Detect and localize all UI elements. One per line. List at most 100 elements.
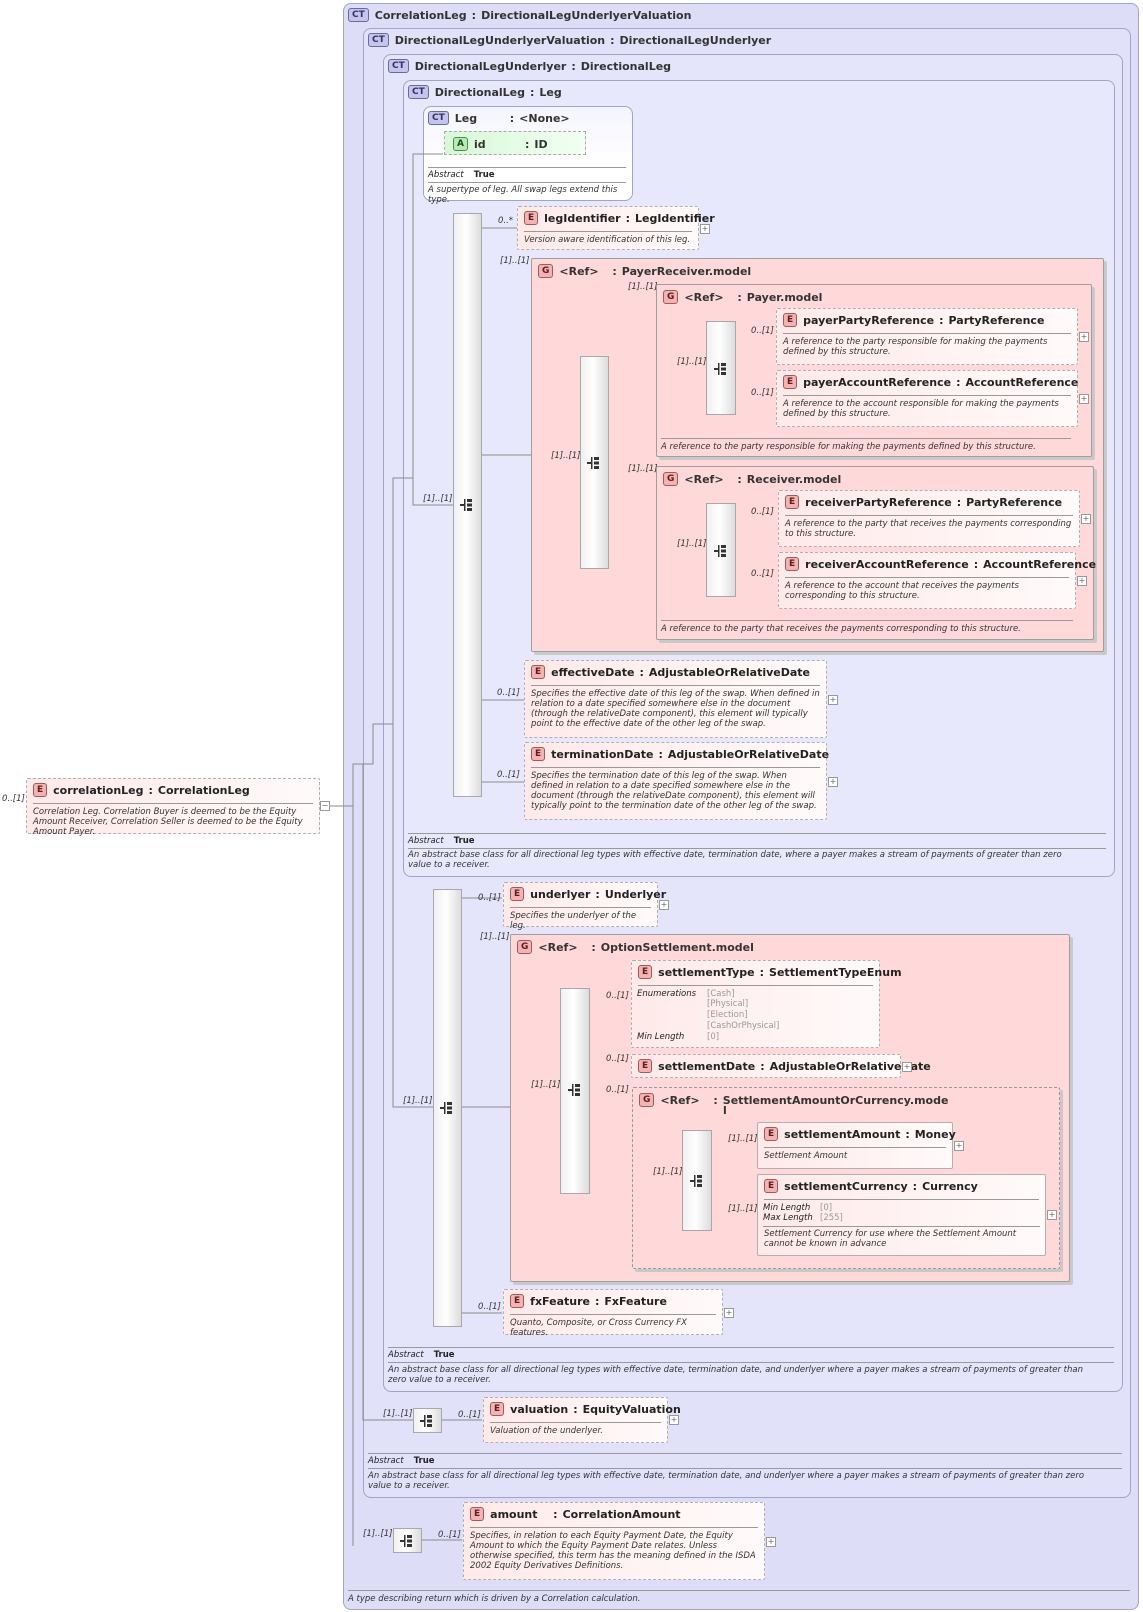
- expand-icon[interactable]: +: [659, 900, 669, 910]
- element-icon: E: [531, 747, 546, 761]
- element-doc: Valuation of the underlyer.: [490, 1426, 603, 1436]
- group-cardinality: [1]..[1]: [628, 282, 658, 292]
- ct-base-type: DirectionalLegUnderlyer: [619, 33, 772, 47]
- sequence-icon: [714, 545, 726, 557]
- sequence-compositor[interactable]: [560, 988, 590, 1194]
- sequence-compositor[interactable]: [706, 503, 736, 597]
- group-icon: G: [663, 472, 679, 486]
- seq-cardinality: [1]..[1]: [363, 1529, 393, 1539]
- length-facets: Min Length [0] Max Length [255]: [763, 1203, 843, 1223]
- divider: [348, 1590, 1130, 1591]
- element-icon: E: [524, 211, 539, 225]
- element-cardinality: 0..*: [498, 216, 514, 226]
- expand-icon[interactable]: +: [1077, 576, 1087, 586]
- sequence-compositor[interactable]: [580, 356, 609, 569]
- element-cardinality: 0..[1]: [497, 688, 520, 698]
- seq-cardinality: [1]..[1]: [551, 451, 581, 461]
- ct-doc: An abstract base class for all direction…: [368, 1471, 1085, 1491]
- sequence-compositor[interactable]: [682, 1130, 712, 1231]
- expand-icon[interactable]: +: [766, 1537, 776, 1547]
- group-cardinality: [1]..[1]: [500, 256, 530, 266]
- element-icon: E: [531, 665, 546, 679]
- sequence-compositor[interactable]: [706, 321, 736, 415]
- expand-icon[interactable]: +: [700, 224, 710, 234]
- expand-icon[interactable]: +: [1081, 514, 1091, 524]
- group-icon: G: [538, 264, 554, 278]
- group-cardinality: [1]..[1]: [480, 932, 510, 942]
- element-cardinality: 0..[1]: [751, 388, 774, 398]
- attribute-id[interactable]: A id : ID: [444, 131, 586, 155]
- divider: [368, 1468, 1122, 1469]
- seq-cardinality: [1]..[1]: [677, 357, 707, 367]
- element-icon: E: [510, 1294, 525, 1308]
- divider: [388, 1347, 1114, 1348]
- expand-icon[interactable]: +: [669, 1415, 679, 1425]
- group-icon: G: [663, 290, 679, 304]
- element-doc: Settlement Currency for use where the Se…: [764, 1229, 1017, 1249]
- expand-icon[interactable]: +: [1047, 1210, 1057, 1220]
- element-icon: E: [783, 313, 798, 327]
- complex-type-icon: CT: [428, 111, 449, 125]
- divider: [408, 848, 1106, 849]
- divider: [408, 833, 1106, 834]
- element-cardinality: 0..[1]: [606, 1054, 629, 1064]
- seq-cardinality: [1]..[1]: [531, 1080, 561, 1090]
- element-icon: E: [510, 887, 525, 901]
- ct-name: DirectionalLegUnderlyerValuation: [394, 33, 606, 47]
- ct-doc: An abstract base class for all direction…: [388, 1365, 1083, 1385]
- ct-doc: A type describing return which is driven…: [348, 1594, 641, 1604]
- element-icon: E: [638, 1059, 653, 1073]
- element-doc: Settlement Amount: [764, 1151, 848, 1161]
- ct-name: DirectionalLeg: [434, 85, 526, 99]
- element-icon: E: [785, 557, 800, 571]
- expand-icon[interactable]: +: [954, 1141, 964, 1151]
- collapse-icon[interactable]: −: [320, 801, 330, 811]
- expand-icon[interactable]: +: [724, 1308, 734, 1318]
- sequence-icon: [440, 1102, 452, 1114]
- element-doc: Specifies the termination date of this l…: [531, 771, 817, 811]
- ct-base-type: DirectionalLegUnderlyerValuation: [481, 8, 692, 22]
- expand-icon[interactable]: +: [1079, 394, 1089, 404]
- seq-cardinality: [1]..[1]: [403, 1096, 433, 1106]
- sequence-icon: [690, 1175, 702, 1187]
- expand-icon[interactable]: +: [902, 1062, 912, 1072]
- sequence-compositor[interactable]: [453, 213, 482, 797]
- root-cardinality: 0..[1]: [2, 794, 25, 804]
- sequence-compositor[interactable]: [433, 889, 462, 1327]
- sequence-compositor[interactable]: [393, 1528, 422, 1553]
- expand-icon[interactable]: +: [1079, 332, 1089, 342]
- complex-type-icon: CT: [348, 8, 369, 22]
- element-cardinality: 0..[1]: [497, 770, 520, 780]
- divider: [428, 167, 626, 168]
- sequence-icon: [568, 1084, 580, 1096]
- ct-header: CT Leg : <None>: [428, 109, 570, 127]
- complex-type-icon: CT: [368, 33, 389, 47]
- expand-icon[interactable]: +: [828, 695, 838, 705]
- element-doc: Specifies, in relation to each Equity Pa…: [470, 1531, 756, 1571]
- sequence-compositor[interactable]: [413, 1408, 442, 1433]
- ct-name: Leg: [454, 111, 478, 125]
- expand-icon[interactable]: +: [828, 777, 838, 787]
- element-cardinality: 0..[1]: [478, 1302, 501, 1312]
- element-doc: A reference to the account responsible f…: [783, 399, 1059, 419]
